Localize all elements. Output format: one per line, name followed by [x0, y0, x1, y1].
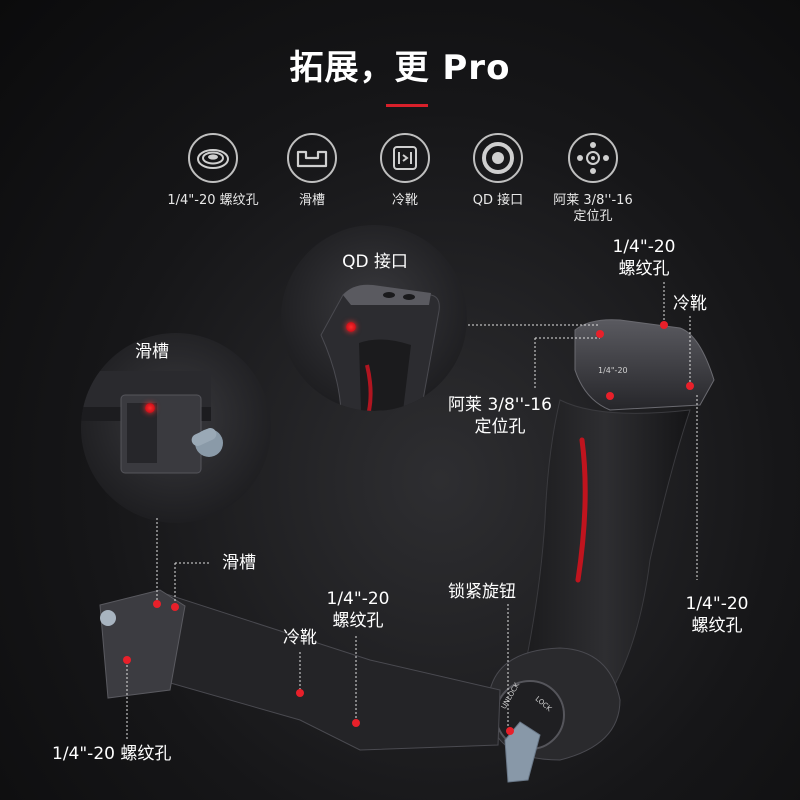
handle-plate-engraving: 1/4"-20 — [598, 366, 628, 375]
callout-arm-bottom-thread: 1/4"-20 螺纹孔 — [52, 744, 172, 764]
feature-label-thread: 1/4"-20 螺纹孔 — [167, 193, 259, 208]
zoom-qd-detail — [281, 225, 467, 411]
qd-socket-icon — [473, 133, 523, 183]
page-title: 拓展，更 Pro — [289, 48, 511, 88]
cold-shoe-icon — [380, 133, 430, 183]
feature-label-qd: QD 接口 — [472, 193, 524, 208]
callout-handle-side-thread: 1/4"-20 螺纹孔 — [685, 594, 749, 636]
qd-marker-dot — [346, 322, 356, 332]
feature-label-cold-shoe: 冷靴 — [391, 193, 418, 208]
title-underline — [386, 104, 428, 107]
callout-arm-rail: 滑槽 — [222, 553, 256, 573]
arri-locating-icon — [568, 133, 618, 183]
slide-rail-icon — [287, 133, 337, 183]
callout-handle-top-thread: 1/4"-20 螺纹孔 — [612, 237, 676, 279]
feature-label-rail: 滑槽 — [298, 193, 325, 208]
zoom-rail-label: 滑槽 — [135, 342, 169, 362]
callout-lock-knob: 锁紧旋钮 — [448, 582, 516, 602]
zoom-rail-detail — [81, 333, 271, 523]
feature-label-arri: 阿莱 3/8''-16 定位孔 — [553, 193, 633, 224]
callout-handle-arri: 阿莱 3/8''-16 定位孔 — [448, 395, 552, 437]
callout-arm-thread: 1/4"-20 螺纹孔 — [326, 589, 390, 631]
threaded-hole-icon — [188, 133, 238, 183]
callout-arm-cold-shoe: 冷靴 — [283, 628, 317, 648]
callout-handle-cold-shoe: 冷靴 — [673, 294, 707, 314]
zoom-qd-label: QD 接口 — [342, 252, 408, 272]
rail-marker-dot — [145, 403, 155, 413]
